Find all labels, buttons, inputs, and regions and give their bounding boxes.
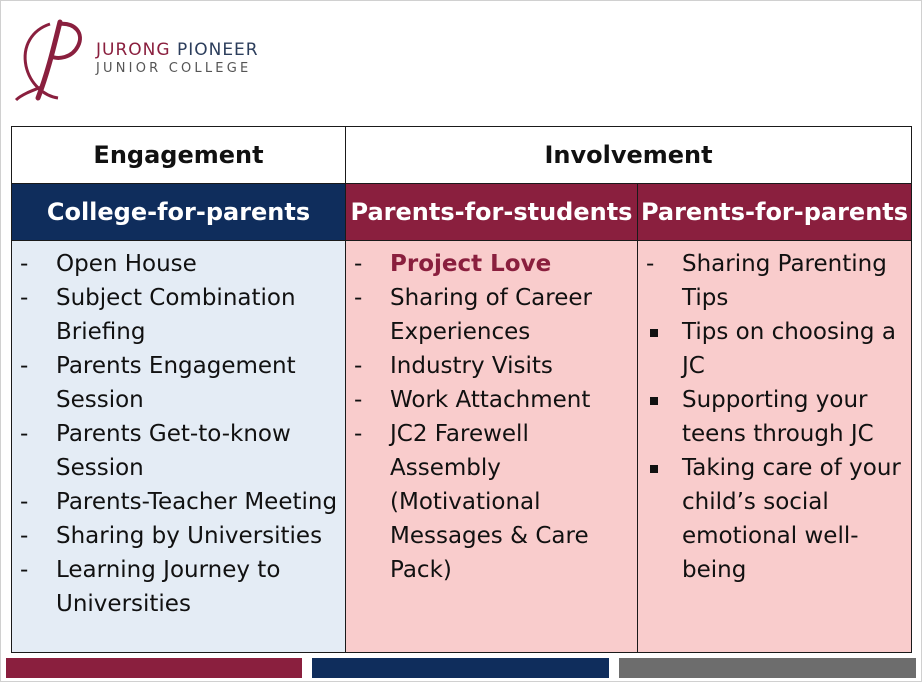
dash-marker: - bbox=[20, 523, 29, 549]
dash-marker: - bbox=[354, 285, 363, 311]
dash-marker: - bbox=[354, 387, 363, 413]
dash-marker: - bbox=[20, 421, 29, 447]
list-item: - Sharing Parenting Tips bbox=[646, 247, 905, 315]
list-item-text-highlight: Project Love bbox=[390, 251, 552, 277]
list-item-text: Industry Visits bbox=[390, 353, 553, 379]
engagement-header: Engagement bbox=[11, 126, 346, 184]
dash-marker: - bbox=[20, 557, 29, 583]
college-logo-icon bbox=[14, 19, 82, 102]
list-item-text: Sharing of Career Experiences bbox=[390, 285, 592, 345]
footer-bar-maroon bbox=[6, 658, 302, 678]
list-item-text: Open House bbox=[56, 251, 197, 277]
dash-marker: - bbox=[20, 353, 29, 379]
item-list: - Open House - Subject Combination Briefin… bbox=[12, 241, 345, 621]
list-item: Supporting your teens through JC bbox=[646, 383, 905, 451]
column-body-college-for-parents: - Open House - Subject Combination Briefin… bbox=[11, 240, 346, 653]
column-body-parents-for-students: - Project Love - Sharing of Career Experie… bbox=[345, 240, 638, 653]
list-item-text: Parents Engagement Session bbox=[56, 353, 296, 413]
dash-marker: - bbox=[20, 489, 29, 515]
list-item-text: Parents Get-to-know Session bbox=[56, 421, 291, 481]
list-item-text: Taking care of your child’s social emoti… bbox=[682, 455, 901, 583]
list-item-text: Supporting your teens through JC bbox=[682, 387, 874, 447]
list-item: - Sharing by Universities bbox=[20, 519, 339, 553]
list-item-text: Tips on choosing a JC bbox=[682, 319, 896, 379]
list-item-text: Parents-Teacher Meeting bbox=[56, 489, 338, 515]
list-item: - Parents Engagement Session bbox=[20, 349, 339, 417]
list-item-text: JC2 Farewell Assembly (Motivational Mess… bbox=[390, 421, 589, 583]
list-item: Taking care of your child’s social emoti… bbox=[646, 451, 905, 587]
item-list: - Sharing Parenting Tips Tips on choosing… bbox=[638, 241, 911, 587]
column-header-parents-for-students: Parents-for-students bbox=[345, 183, 638, 241]
list-item-text: Work Attachment bbox=[390, 387, 591, 413]
list-item-text: Learning Journey to Universities bbox=[56, 557, 281, 617]
list-item: - Parents-Teacher Meeting bbox=[20, 485, 339, 519]
brand-subtitle: JUNIOR COLLEGE bbox=[96, 61, 252, 76]
list-item: - Work Attachment bbox=[354, 383, 631, 417]
column-header-parents-for-parents: Parents-for-parents bbox=[636, 183, 913, 241]
dash-marker: - bbox=[20, 285, 29, 311]
dash-marker: - bbox=[646, 251, 655, 277]
footer-bar-navy bbox=[312, 658, 609, 678]
list-item: - Open House bbox=[20, 247, 339, 281]
dash-marker: - bbox=[20, 251, 29, 277]
item-list: - Project Love - Sharing of Career Experie… bbox=[346, 241, 637, 587]
college-name: JURONG PIONEER JUNIOR COLLEGE bbox=[96, 40, 259, 78]
column-header-college-for-parents: College-for-parents bbox=[11, 183, 346, 241]
brand-name-part2: PIONEER bbox=[170, 40, 259, 60]
list-item: - Parents Get-to-know Session bbox=[20, 417, 339, 485]
footer-bar-gray bbox=[619, 658, 916, 678]
list-item: Tips on choosing a JC bbox=[646, 315, 905, 383]
list-item: - Sharing of Career Experiences bbox=[354, 281, 631, 349]
brand-name-part1: JURONG bbox=[96, 40, 171, 60]
list-item: - Industry Visits bbox=[354, 349, 631, 383]
list-item-text: Sharing by Universities bbox=[56, 523, 323, 549]
dash-marker: - bbox=[354, 421, 363, 447]
column-body-parents-for-parents: - Sharing Parenting Tips Tips on choosing… bbox=[636, 240, 913, 653]
dash-marker: - bbox=[354, 251, 363, 277]
involvement-header: Involvement bbox=[344, 126, 913, 184]
partnership-table: Engagement Involvement College-for-paren… bbox=[11, 126, 913, 653]
list-item-text: Sharing Parenting Tips bbox=[682, 251, 887, 311]
list-item: - JC2 Farewell Assembly (Motivational Mes… bbox=[354, 417, 631, 587]
dash-marker: - bbox=[354, 353, 363, 379]
list-item: - Learning Journey to Universities bbox=[20, 553, 339, 621]
list-item: - Project Love bbox=[354, 247, 631, 281]
list-item-text: Subject Combination Briefing bbox=[56, 285, 296, 345]
list-item: - Subject Combination Briefing bbox=[20, 281, 339, 349]
